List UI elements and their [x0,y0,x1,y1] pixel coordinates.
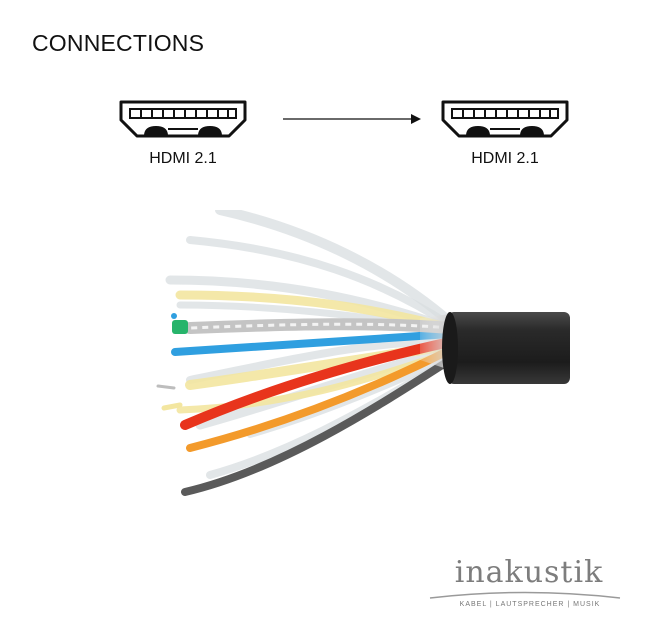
stripped-hdmi-cable-photo [156,210,570,496]
source-port-label: HDMI 2.1 [149,150,217,167]
logo-tagline: KABEL | LAUTSPRECHER | MUSIK [459,601,601,608]
hdmi-port-icon [441,100,569,138]
hdmi-port-icon [119,100,247,138]
page-title: CONNECTIONS [32,30,205,56]
target-port-label: HDMI 2.1 [471,150,539,167]
logo-wordmark: inakustik [454,555,604,590]
inakustik-logo: inakustik KABEL | LAUTSPRECHER | MUSIK [425,555,625,615]
logo-swoosh-icon [429,591,621,599]
right-arrow-icon [283,114,421,124]
